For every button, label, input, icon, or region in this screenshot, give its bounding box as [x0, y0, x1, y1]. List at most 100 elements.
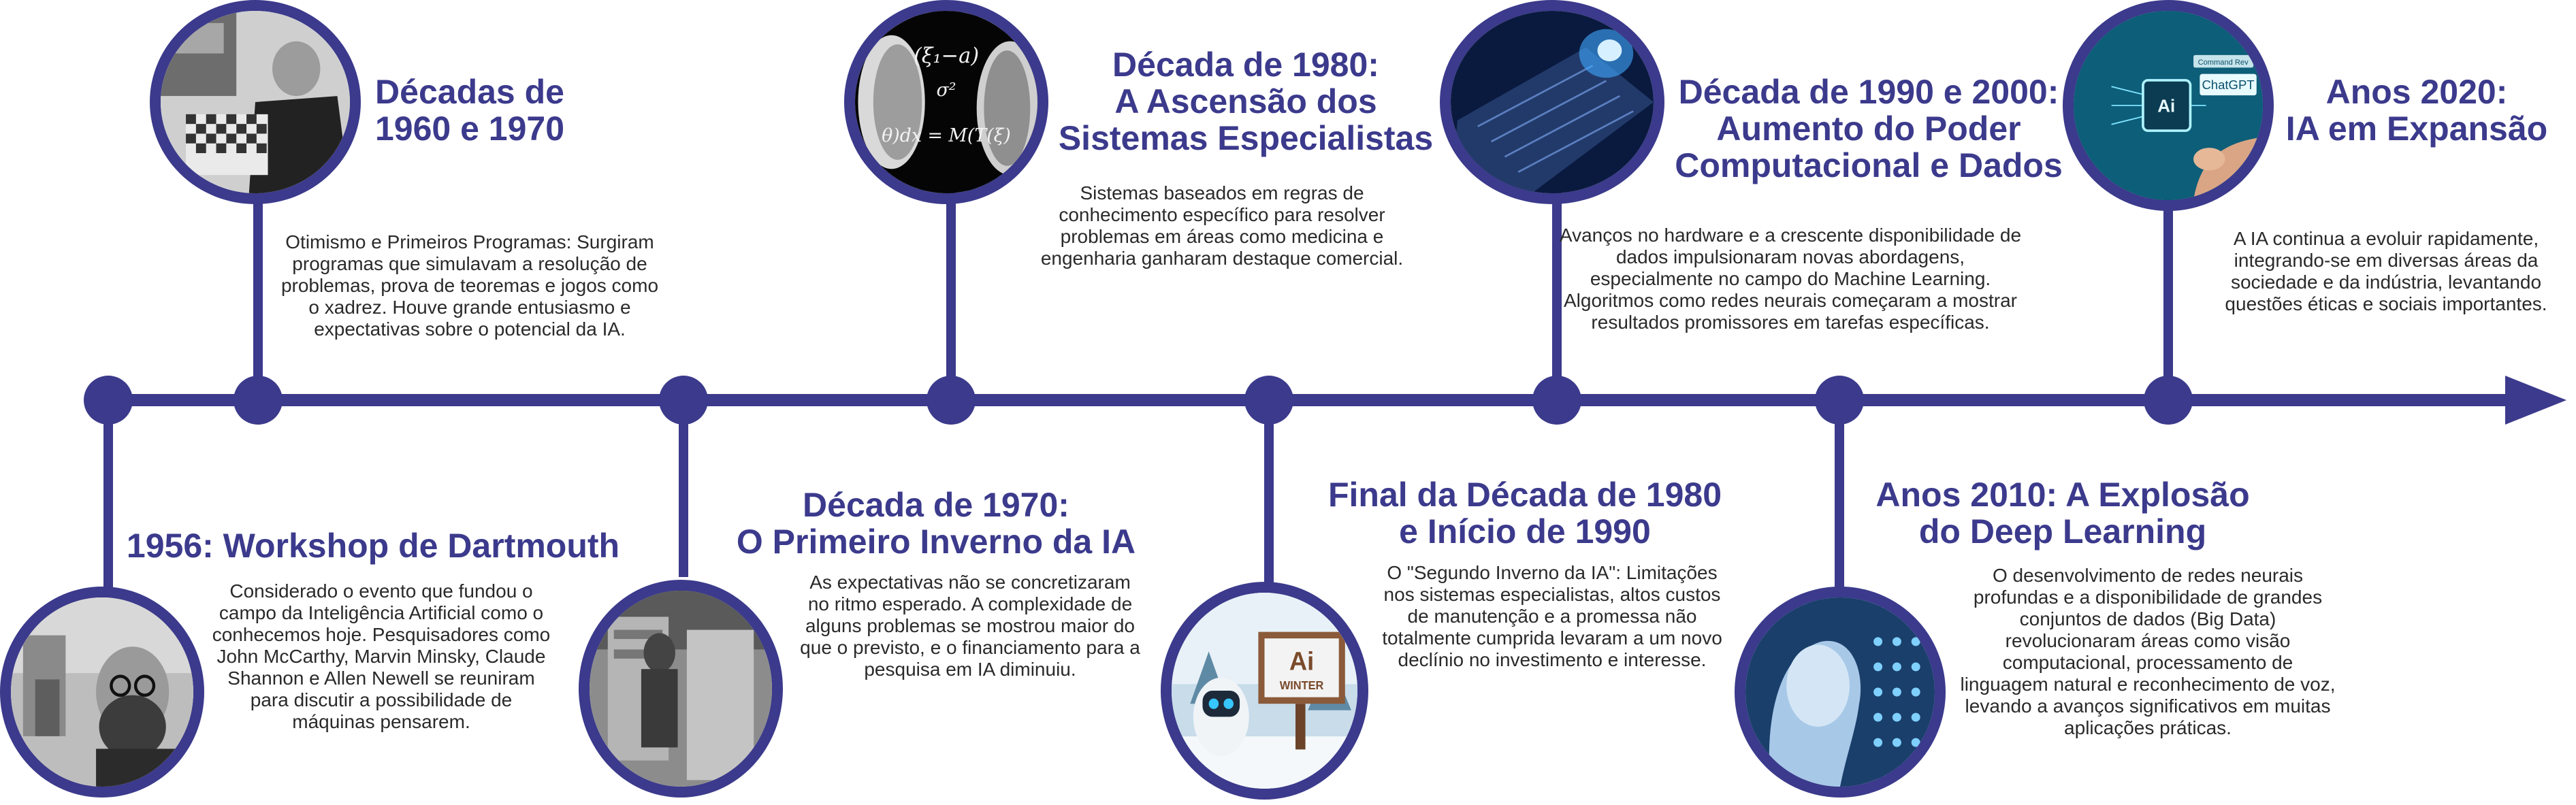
description-2020s-line: A IA continua a evoluir rapidamente,	[2233, 228, 2539, 249]
photo-dartmouth-researcher	[0, 587, 204, 798]
description-2010s-line: profundas e a disponibilidade de grandes	[1973, 587, 2323, 608]
formula-line-2: σ²	[936, 80, 956, 101]
timeline-node-2010s[interactable]	[1815, 376, 1864, 425]
timeline-node-1990s[interactable]	[1532, 376, 1581, 425]
description-1990s-line: especialmente no campo do Machine Learni…	[1590, 268, 1991, 289]
title-1956: 1956: Workshop de Dartmouth	[114, 527, 632, 564]
title-2010s-line-2: do Deep Learning	[1918, 512, 2207, 551]
title-1990s-line-2: Aumento do Poder	[1716, 110, 2021, 148]
winter-sign-winter: WINTER	[1280, 679, 1324, 693]
description-2010s-line: aplicações práticas.	[2064, 717, 2232, 738]
description-late-1980s-line: O "Segundo Inverno da IA": Limitações	[1387, 562, 1718, 583]
description-2010s-line: O desenvolvimento de redes neurais	[1992, 565, 2304, 586]
description-2010s-line: linguagem natural e reconhecimento de vo…	[1960, 674, 2336, 695]
description-1960s-line: Otimismo e Primeiros Programas: Surgiram	[285, 231, 654, 252]
description-2010s-line: levando a avanços significativos em muit…	[1965, 695, 2331, 717]
title-1960s: Décadas de 1960 e 1970	[361, 73, 579, 147]
stem-2020s	[2163, 150, 2173, 400]
description-1980s-line: Sistemas baseados em regras de	[1080, 182, 1364, 203]
description-1956: Considerado o evento que fundou o campo …	[204, 580, 558, 733]
title-1960s-line-1: Décadas de	[375, 73, 564, 111]
description-1956-line: Considerado o evento que fundou o	[229, 580, 533, 602]
timeline-node-1960s[interactable]	[234, 376, 283, 425]
title-2010s: Anos 2010: A Explosão do Deep Learning	[1852, 476, 2274, 550]
command-bubble: Command Rev	[2198, 59, 2249, 67]
description-1990s-line: Algoritmos como redes neurais começaram …	[1563, 290, 2017, 311]
description-1990s-line: Avanços no hardware e a crescente dispon…	[1559, 225, 2022, 246]
photo-chess-computer	[150, 0, 361, 204]
description-1990s: Avanços no hardware e a crescente dispon…	[1552, 225, 2029, 333]
description-2020s-line: sociedade e da indústria, levantando	[2230, 272, 2542, 293]
photo-laptop-computing	[1440, 0, 1664, 204]
description-1956-line: Shannon e Allen Newell se reuniram	[227, 668, 535, 689]
timeline-node-2020s[interactable]	[2144, 376, 2193, 425]
description-1956-line: conhecemos hoje. Pesquisadores como	[212, 624, 551, 645]
stem-1980s	[946, 143, 956, 400]
stem-1956	[103, 400, 113, 597]
description-1970s: As expectativas não se concretizaram no …	[783, 572, 1157, 680]
description-2010s-line: revolucionaram áreas como visão	[2005, 630, 2291, 651]
photo-ai-winter: Ai WINTER	[1161, 582, 1368, 800]
stem-1960s	[253, 191, 263, 400]
description-1970s-line: no ritmo esperado. A complexidade de	[807, 593, 1133, 614]
description-late-1980s-line: declínio no investimento e interesse.	[1398, 649, 1707, 670]
winter-sign-ai: Ai	[1289, 646, 1314, 675]
timeline-node-1956[interactable]	[84, 376, 133, 425]
description-1960s-line: o xadrez. Houve grande entusiasmo e	[308, 297, 631, 318]
description-1980s: Sistemas baseados em regras de conhecime…	[1018, 182, 1426, 269]
description-late-1980s-line: de manutenção e a promessa não	[1407, 606, 1697, 627]
description-1980s-line: conhecimento específico para resolver	[1059, 204, 1385, 225]
photo-mainframe-operator	[579, 580, 783, 798]
title-1980s-line-1: Década de 1980:	[1112, 46, 1379, 84]
description-late-1980s-line: nos sistemas especialistas, altos custos	[1383, 584, 1721, 605]
title-1970s: Década de 1970: O Primeiro Inverno da IA	[718, 487, 1154, 560]
description-1956-line: John McCarthy, Marvin Minsky, Claude	[216, 646, 546, 667]
description-1956-line: máquinas pensarem.	[292, 711, 470, 732]
title-2020s-line-2: IA em Expansão	[2285, 110, 2548, 148]
description-2010s-line: conjuntos de dados (Big Data)	[2019, 608, 2276, 629]
description-1960s-line: programas que simulavam a resolução de	[292, 253, 647, 274]
description-1956-line: para discutir a possibilidade de	[250, 689, 513, 710]
stem-1970s	[679, 400, 688, 577]
stem-2010s	[1835, 400, 1844, 597]
description-1980s-line: problemas em áreas como medicina e	[1060, 226, 1384, 247]
title-1960s-line-2: 1960 e 1970	[374, 110, 565, 148]
title-late-1980s: Final da Década de 1980 e Início de 1990	[1280, 476, 1770, 550]
chip-label: Ai	[2157, 97, 2175, 116]
timeline-node-1980s[interactable]	[927, 376, 976, 425]
description-1956-line: campo da Inteligência Artificial como o	[219, 602, 544, 623]
title-1970s-line-2: O Primeiro Inverno da IA	[736, 523, 1136, 561]
description-2020s-line: questões éticas e sociais importantes.	[2225, 293, 2547, 314]
description-2010s-line: computacional, processamento de	[2002, 652, 2293, 673]
description-1970s-line: pesquisa em IA diminuiu.	[864, 659, 1076, 680]
timeline-axis	[102, 394, 2526, 406]
title-2020s: Anos 2020: IA em Expansão	[2274, 73, 2560, 147]
photo-ai-formula: (ξ₁−a) σ² θ)dx = M(T(ξ)	[844, 0, 1048, 204]
title-1980s: Década de 1980: A Ascensão dos Sistemas …	[1042, 46, 1450, 157]
description-late-1980s: O "Segundo Inverno da IA": Limitações no…	[1368, 562, 1736, 671]
description-1990s-line: resultados promissores em tarefas especí…	[1591, 312, 1990, 333]
title-late-1980s-line-2: e Início de 1990	[1399, 512, 1651, 551]
description-1960s-line: expectativas sobre o potencial da IA.	[314, 318, 626, 340]
description-late-1980s-line: totalmente cumprida levaram a um novo	[1382, 627, 1722, 648]
description-1960s-line: problemas, prova de teoremas e jogos com…	[280, 275, 659, 296]
description-2010s: O desenvolvimento de redes neurais profu…	[1944, 565, 2352, 739]
timeline-arrowhead	[2505, 376, 2566, 425]
chatgpt-bubble: ChatGPT	[2202, 78, 2254, 92]
title-1980s-line-2: A Ascensão dos	[1114, 82, 1377, 120]
title-1990s-line-3: Computacional e Dados	[1675, 146, 2063, 184]
description-1970s-line: As expectativas não se concretizaram	[809, 572, 1131, 593]
photo-chatgpt-interface: Ai Command Rev ChatGPT	[2063, 0, 2274, 211]
formula-line-3: θ)dx = M(T(ξ)	[882, 125, 1011, 146]
stem-late-1980s	[1264, 400, 1274, 591]
photo-deep-learning-head	[1735, 587, 1946, 798]
description-1970s-line: alguns problemas se mostrou maior do	[805, 615, 1135, 636]
title-1980s-line-3: Sistemas Especialistas	[1058, 119, 1434, 157]
description-1960s: Otimismo e Primeiros Programas: Surgiram…	[276, 231, 664, 340]
timeline-node-1970s[interactable]	[659, 376, 708, 425]
title-2010s-line-1: Anos 2010: A Explosão	[1875, 476, 2250, 514]
title-late-1980s-line-1: Final da Década de 1980	[1327, 476, 1722, 514]
title-1990s: Década de 1990 e 2000: Aumento do Poder …	[1664, 73, 2073, 184]
timeline-node-late-1980s[interactable]	[1244, 376, 1293, 425]
description-2020s: A IA continua a evoluir rapidamente, int…	[2209, 228, 2563, 315]
